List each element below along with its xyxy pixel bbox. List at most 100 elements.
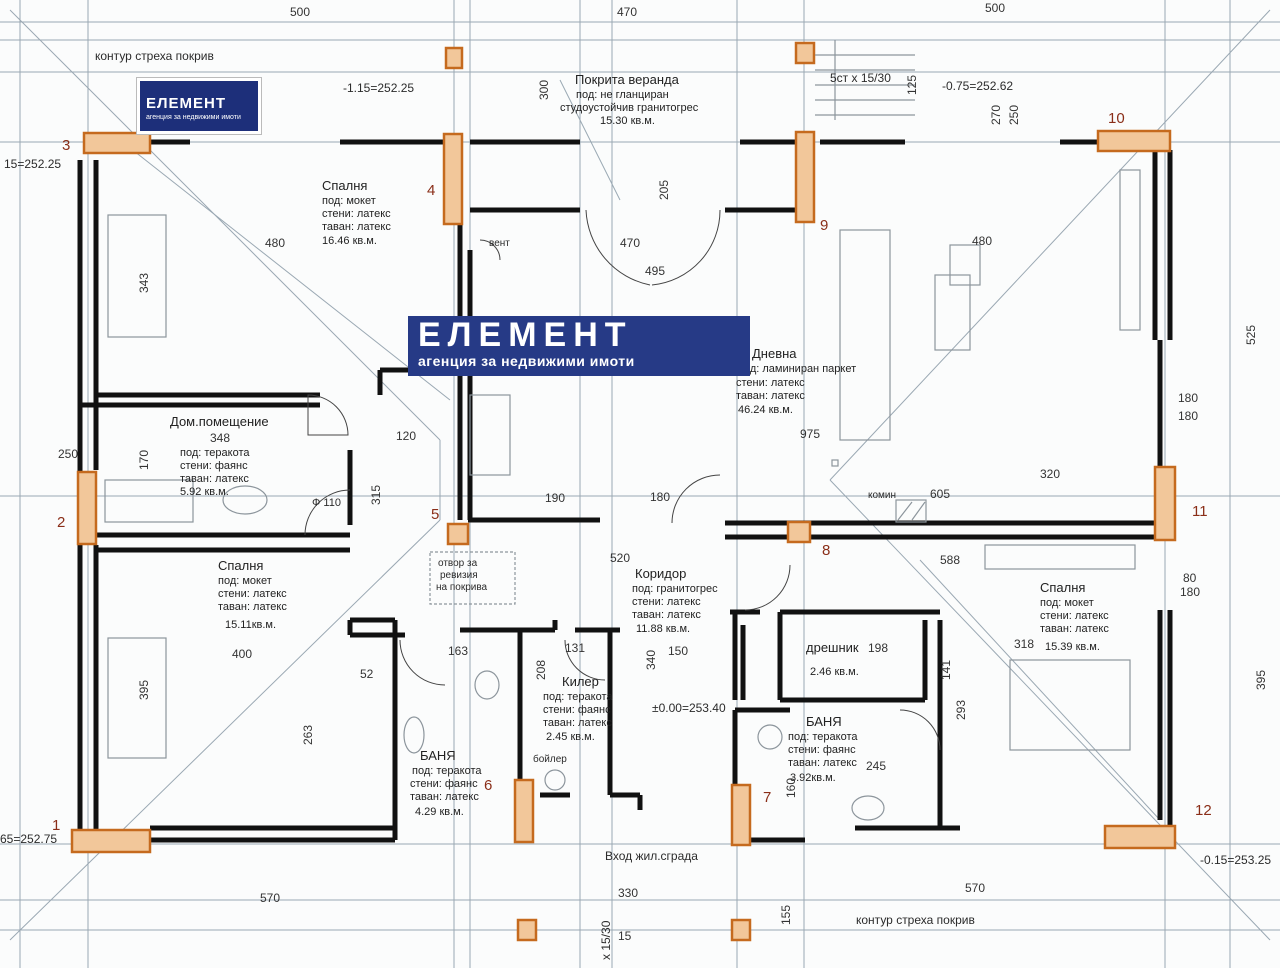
chimney-box [895, 499, 927, 523]
level-left-label: -1.15=252.25 [343, 81, 414, 95]
dim-190: 190 [545, 491, 565, 505]
room-bedroom2-name: Спалня [218, 558, 263, 573]
axis-number-2: 2 [57, 514, 65, 531]
level-bottom-left-label: 65=252.75 [0, 832, 57, 846]
room-veranda-floor: под: не гланциран [576, 89, 669, 101]
agency-logo-small-background: ЕЛЕМЕНТ агенция за недвижими имоти [140, 81, 258, 131]
room-bedroom1-name: Спалня [322, 178, 367, 193]
dim-top-3: 500 [985, 1, 1005, 15]
dim-180-r2: 180 [1178, 409, 1198, 423]
stairs-top [815, 40, 915, 120]
room-bedroom2-ceiling: таван: латекс [218, 601, 287, 613]
boiler-circle [544, 769, 566, 791]
sink-outline [222, 485, 268, 515]
room-bedroom2-floor: под: мокет [218, 575, 272, 587]
room-bath1-ceiling: таван: латекс [410, 791, 479, 803]
room-corridor-name: Коридор [635, 566, 686, 581]
dim-315: 315 [369, 485, 383, 505]
table-outline-1 [949, 244, 981, 286]
axis-number-4: 4 [427, 182, 435, 199]
axis-number-10: 10 [1108, 110, 1125, 127]
room-bedroom3-floor: под: мокет [1040, 597, 1094, 609]
dim-520: 520 [610, 551, 630, 565]
room-bedroom3-name: Спалня [1040, 580, 1085, 595]
dim-170: 170 [137, 450, 151, 470]
toilet-outline-1 [474, 670, 500, 700]
room-living-name: Дневна [752, 346, 797, 361]
dim-160: 160 [784, 778, 798, 798]
dim-348-top: 348 [210, 431, 230, 445]
room-veranda-name: Покрита веранда [575, 72, 680, 87]
room-bath2-area: 3.92кв.м. [790, 772, 836, 784]
room-veranda-area: 15.30 кв.м. [600, 115, 655, 127]
agency-logo-small: ЕЛЕМЕНТ агенция за недвижими имоти [136, 77, 262, 135]
zero-level-label: ±0.00=253.40 [652, 701, 726, 715]
room-corridor-floor: под: гранитогрес [632, 583, 718, 595]
room-bedroom2-walls: стени: латекс [218, 588, 287, 600]
room-bath1-area: 4.29 кв.м. [415, 806, 464, 818]
dim-198: 198 [868, 641, 888, 655]
room-corridor-area: 11.88 кв.м. [636, 623, 690, 635]
dim-180-mid: 180 [650, 490, 670, 504]
dim-bottom-2: 330 [618, 886, 638, 900]
room-bedroom1-walls: стени: латекс [322, 208, 391, 220]
sofa-outline [839, 229, 891, 441]
dim-131: 131 [565, 641, 585, 655]
axis-number-9: 9 [820, 217, 828, 234]
dim-470: 470 [620, 236, 640, 250]
dim-top-2: 470 [617, 5, 637, 19]
dim-52: 52 [360, 667, 374, 681]
agency-logo-small-tagline: агенция за недвижими имоти [146, 114, 241, 121]
room-bath1-walls: стени: фаянс [410, 778, 478, 790]
room-bath2-ceiling: таван: латекс [788, 757, 857, 769]
axis-number-7: 7 [763, 789, 771, 806]
room-living-walls: стени: латекс [736, 377, 805, 389]
roof-contour-label: контур стреха покрив [95, 49, 214, 63]
dim-150: 150 [668, 644, 688, 658]
dim-top-1: 500 [290, 5, 310, 19]
dim-395-right: 395 [1254, 670, 1268, 690]
dim-975: 975 [800, 427, 820, 441]
dim-180-r3: 180 [1180, 585, 1200, 599]
roof-diagonal-lines [9, 9, 1271, 941]
dim-293: 293 [954, 700, 968, 720]
room-utility-walls: стени: фаянс [180, 460, 248, 472]
dim-400: 400 [232, 647, 252, 661]
dim-495: 495 [645, 264, 665, 278]
room-bedroom1-area: 16.46 кв.м. [322, 235, 377, 247]
dim-340: 340 [644, 650, 658, 670]
room-living-ceiling: таван: латекс [736, 390, 805, 402]
entrance-label: Вход жил.сграда [605, 849, 698, 863]
room-bedroom3-area: 15.39 кв.м. [1045, 641, 1100, 653]
agency-logo-watermark-name: ЕЛЕМЕНТ [418, 316, 633, 354]
dim-263-left: 263 [301, 725, 315, 745]
room-bedroom3-walls: стени: латекс [1040, 610, 1109, 622]
axis-number-3: 3 [62, 137, 70, 154]
level-left-edge-label: 15=252.25 [4, 157, 61, 171]
room-living-area: 46.24 кв.м. [738, 404, 793, 416]
room-pantry-ceiling: таван: латекс [543, 717, 612, 729]
dim-525: 525 [1244, 325, 1258, 345]
axis-number-1: 1 [52, 817, 60, 834]
axis-number-8: 8 [822, 542, 830, 559]
room-pantry-walls: стени: фаянс [543, 704, 611, 716]
axis-number-5: 5 [431, 506, 439, 523]
dim-480-right: 480 [972, 234, 992, 248]
room-bedroom3-ceiling: таван: латекс [1040, 623, 1109, 635]
room-pantry-area: 2.45 кв.м. [546, 731, 595, 743]
agency-logo-watermark: ЕЛЕМЕНТ агенция за недвижими имоти [408, 316, 750, 376]
wardrobe-outline [984, 544, 1136, 570]
dim-180-r1: 180 [1178, 391, 1198, 405]
roof-hatch-box [429, 551, 516, 605]
door-swings [304, 209, 941, 751]
bed-outline-1 [107, 214, 167, 338]
bed-outline-2 [107, 637, 167, 759]
toilet-outline-2 [757, 724, 783, 750]
level-bottom-right-label: -0.15=253.25 [1200, 853, 1271, 867]
room-pantry-name: Килер [562, 674, 599, 689]
room-utility-area: 5.92 кв.м. [180, 486, 229, 498]
dim-141: 141 [939, 660, 953, 680]
room-corridor-ceiling: таван: латекс [632, 609, 701, 621]
room-bath2-walls: стени: фаянс [788, 744, 856, 756]
